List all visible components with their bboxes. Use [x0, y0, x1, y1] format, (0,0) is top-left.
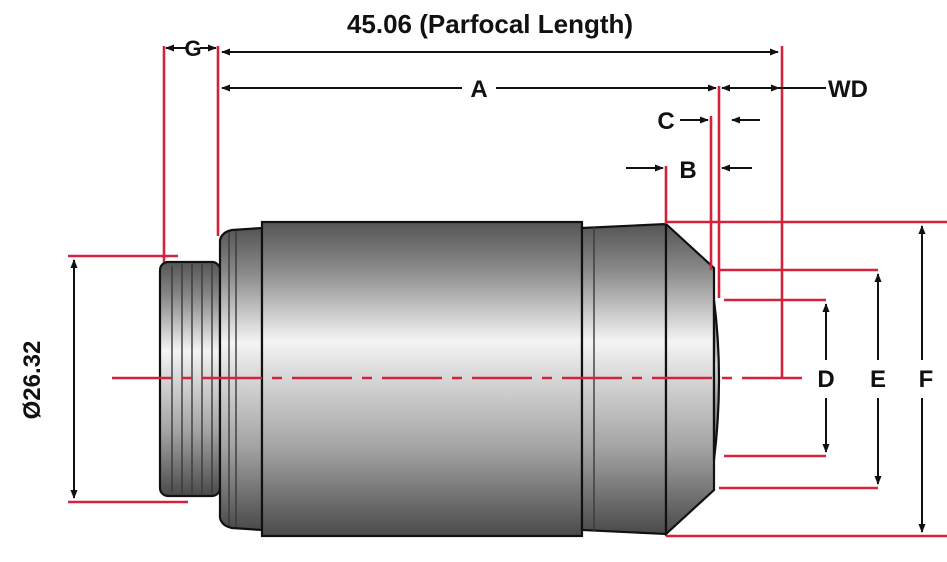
c-label: C — [657, 108, 674, 135]
thread-diameter-label: Ø26.32 — [19, 341, 46, 420]
d-label: D — [817, 366, 834, 393]
parfocal-length-label: 45.06 (Parfocal Length) — [347, 9, 633, 39]
g-label: G — [184, 36, 201, 61]
wd-label: WD — [828, 76, 868, 103]
reference-lines — [68, 46, 947, 538]
f-label: F — [919, 366, 934, 393]
dimension-lines — [70, 44, 926, 533]
b-label: B — [679, 157, 696, 184]
front-lens — [712, 299, 721, 461]
labels: 45.06 (Parfocal Length) G A WD C B D E F… — [19, 9, 933, 419]
a-label: A — [470, 76, 487, 103]
e-label: E — [870, 366, 886, 393]
